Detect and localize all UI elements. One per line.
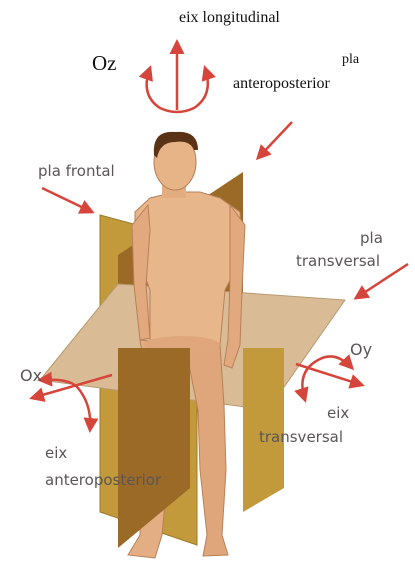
longitudinal-axis-label: eix longitudinal (179, 8, 280, 27)
frontal-plane-label: pla frontal (38, 162, 115, 181)
anteroposterior-plane-label-line2: anteroposterior (233, 74, 330, 93)
anteroposterior-plane-label-line1: pla (342, 50, 359, 69)
anteroposterior-axis-label-line2: anteroposterior (45, 471, 161, 490)
transversal-axis-label-line2: transversal (259, 428, 343, 447)
oz-label: Oz (92, 54, 117, 73)
transversal-plane-label-line1: pla (360, 229, 383, 248)
anteroposterior-plane-pointer (258, 122, 292, 158)
transversal-plane-label-line2: transversal (296, 252, 380, 271)
frontal-plane-pointer (42, 188, 92, 212)
ox-label: Ox (20, 366, 42, 385)
anteroposterior-axis-label-line1: eix (45, 444, 67, 463)
transversal-axis-label-line1: eix (327, 404, 349, 423)
oy-label: Oy (350, 340, 372, 359)
